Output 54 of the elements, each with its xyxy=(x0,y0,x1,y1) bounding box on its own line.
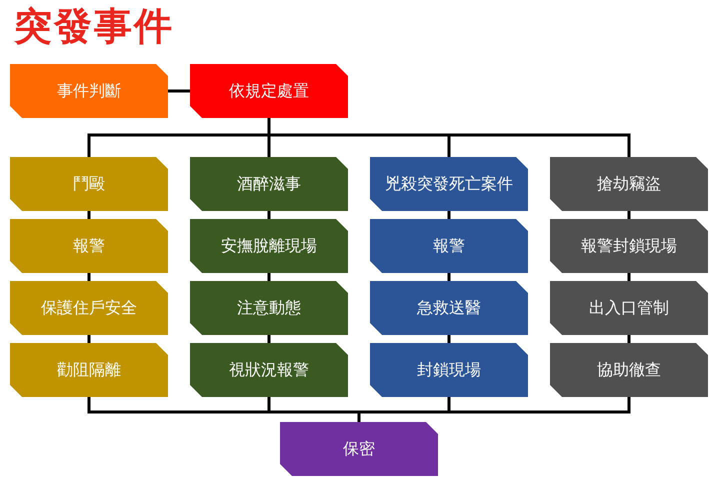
box-label: 保護住戶安全 xyxy=(40,298,138,318)
process-box xyxy=(10,343,168,397)
box-label: 兇殺突發死亡案件 xyxy=(384,174,514,194)
connector-line xyxy=(88,211,90,219)
connector-line xyxy=(268,211,270,219)
title: 突發事件 xyxy=(14,3,174,50)
box-label: 安撫脫離現場 xyxy=(220,236,318,256)
process-box xyxy=(550,219,708,273)
process-box xyxy=(10,157,168,211)
connector-line xyxy=(628,335,630,343)
process-box xyxy=(190,219,348,273)
box-label: 事件判斷 xyxy=(56,80,122,102)
connector-line xyxy=(268,273,270,281)
process-box xyxy=(550,157,708,211)
process-box xyxy=(10,64,168,118)
connector-line xyxy=(358,397,630,422)
connector-line xyxy=(88,335,90,343)
box-label: 鬥毆 xyxy=(72,174,106,194)
process-box xyxy=(10,281,168,335)
process-box xyxy=(190,157,348,211)
connector-line xyxy=(168,90,190,92)
box-label: 報警 xyxy=(72,236,106,256)
box-label: 搶劫竊盜 xyxy=(596,174,662,194)
connector-line xyxy=(268,118,630,157)
connector-line xyxy=(448,211,450,219)
box-label: 報警 xyxy=(432,236,466,256)
process-box xyxy=(370,343,528,397)
process-box xyxy=(370,157,528,211)
box-label: 酒醉滋事 xyxy=(236,174,302,194)
process-box xyxy=(550,343,708,397)
box-label: 封鎖現場 xyxy=(416,360,482,380)
process-box xyxy=(190,64,348,118)
connector-line xyxy=(628,211,630,219)
box-label: 協助徹查 xyxy=(596,360,662,380)
box-label: 出入口管制 xyxy=(588,298,670,318)
connector-line xyxy=(448,273,450,281)
connector-line xyxy=(628,273,630,281)
process-box xyxy=(190,281,348,335)
process-box xyxy=(370,281,528,335)
box-label: 注意動態 xyxy=(236,298,302,318)
process-box xyxy=(280,422,438,476)
process-box xyxy=(10,219,168,273)
connector-line xyxy=(448,335,450,343)
connector-line xyxy=(88,273,90,281)
process-box xyxy=(190,343,348,397)
box-label: 勸阻隔離 xyxy=(56,360,122,380)
box-label: 視狀況報警 xyxy=(228,360,310,380)
process-box xyxy=(550,281,708,335)
box-label: 報警封鎖現場 xyxy=(580,236,678,256)
box-label: 急救送醫 xyxy=(416,298,482,318)
connector-line xyxy=(268,335,270,343)
box-label: 保密 xyxy=(342,438,376,460)
box-label: 依規定處置 xyxy=(228,80,310,102)
process-box xyxy=(370,219,528,273)
